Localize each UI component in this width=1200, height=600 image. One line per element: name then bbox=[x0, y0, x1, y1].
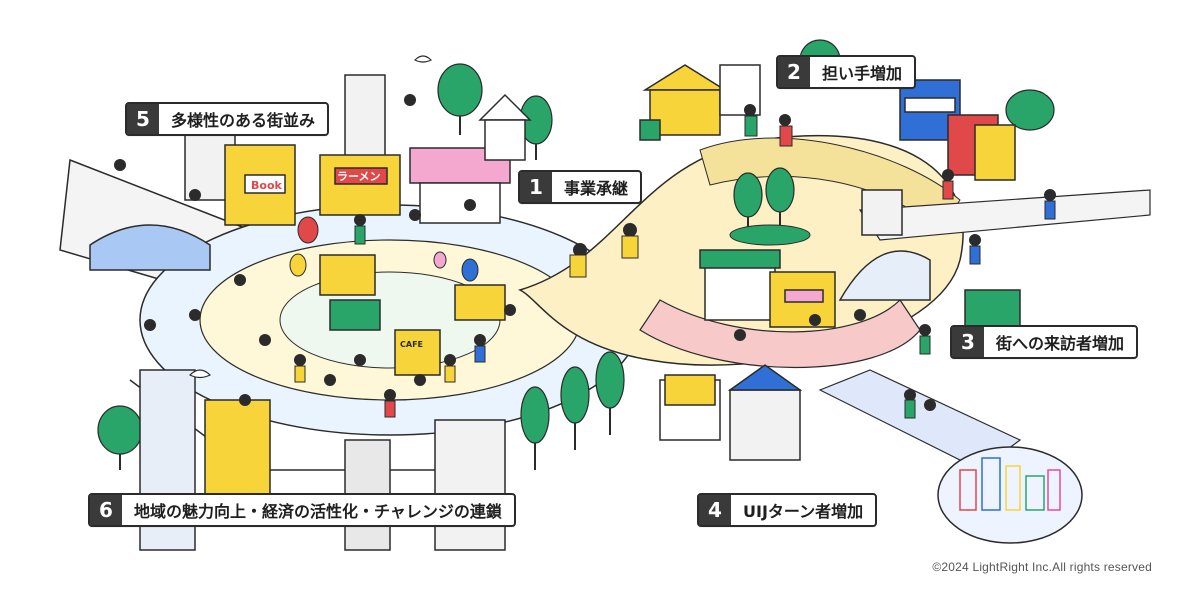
balloons bbox=[289, 216, 479, 282]
label-4-number: 4 bbox=[699, 495, 731, 525]
label-5-number: 5 bbox=[127, 104, 159, 134]
cafe-sign: CAFE bbox=[400, 340, 423, 349]
label-6-regional-appeal: 6 地域の魅力向上・経済の活性化・チャレンジの連鎖 bbox=[88, 493, 516, 527]
label-6-text: 地域の魅力向上・経済の活性化・チャレンジの連鎖 bbox=[134, 502, 502, 521]
label-4-uij-turn: 4 UIJターン者増加 bbox=[697, 493, 878, 527]
birds bbox=[188, 55, 433, 379]
label-5-text: 多様性のある街並み bbox=[171, 111, 316, 130]
copyright-notice: ©2024 LightRight Inc.All rights reserved bbox=[932, 560, 1152, 574]
book-sign: Book bbox=[251, 179, 282, 192]
label-3-text: 街への来訪者増加 bbox=[996, 334, 1125, 353]
label-5-diverse-townscape: 5 多様性のある街並み bbox=[125, 102, 330, 136]
label-2-more-workers: 2 担い手増加 bbox=[776, 55, 917, 89]
label-3-more-visitors: 3 街への来訪者増加 bbox=[950, 325, 1139, 359]
city-bubble bbox=[937, 446, 1083, 544]
label-1-number: 1 bbox=[520, 172, 552, 202]
label-3-number: 3 bbox=[952, 327, 984, 357]
crowd bbox=[114, 94, 1056, 419]
label-2-text: 担い手増加 bbox=[822, 64, 903, 83]
ramen-sign: ラーメン bbox=[337, 170, 381, 183]
roads bbox=[59, 134, 1151, 471]
label-2-number: 2 bbox=[778, 57, 810, 87]
label-4-text: UIJターン者増加 bbox=[743, 502, 864, 521]
label-1-business-succession: 1 事業承継 bbox=[518, 170, 643, 204]
label-1-text: 事業承継 bbox=[564, 179, 629, 198]
label-6-number: 6 bbox=[90, 495, 122, 525]
